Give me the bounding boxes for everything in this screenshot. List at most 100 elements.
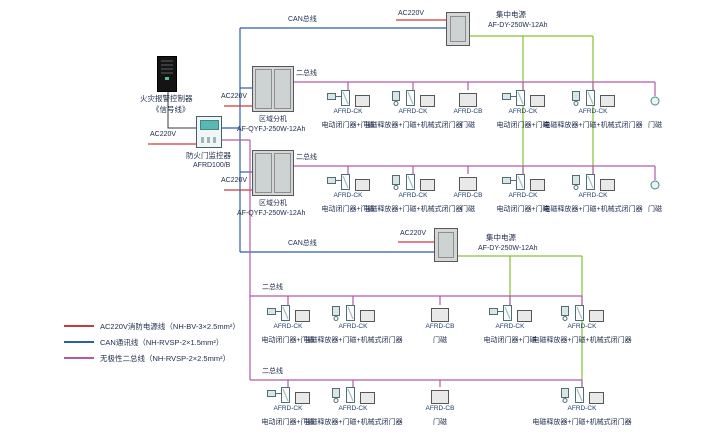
- device-icons: [298, 88, 398, 107]
- module-label: AFRD-CK: [495, 323, 525, 330]
- device-icons: [418, 88, 518, 107]
- controller-label: 火灾报警控制器: [140, 94, 193, 103]
- module-box: [459, 93, 477, 107]
- magnetic-release-icon: [331, 304, 357, 322]
- legend: AC220V消防电源线（NH-BV-3×2.5mm²） CAN通讯线（NH-RV…: [64, 318, 240, 366]
- device-desc: 电磁释放器+门磁+机械式闭门器: [363, 122, 463, 129]
- row3-power-label: AC220V: [221, 177, 248, 184]
- module-label: AFRD-CK: [567, 405, 597, 412]
- cabinet-door: [438, 232, 454, 258]
- monitor-power-label: AC220V: [150, 131, 177, 138]
- device-group: 门磁: [605, 172, 705, 214]
- door-closer-icon: [488, 304, 514, 322]
- device-group: 门磁: [605, 88, 705, 130]
- two-bus-label-row3: 二总线: [296, 154, 317, 161]
- magnetic-release-icon: [560, 304, 586, 322]
- top-central-power-model: AF-DY-250W-12Ah: [488, 22, 548, 29]
- power-line-swatch: [64, 325, 94, 327]
- row2-power-label: AC220V: [221, 93, 248, 100]
- module-box: [295, 310, 310, 322]
- device-icons: [238, 303, 338, 322]
- device-group: AFRD-CK 电动闭门器+门磁: [298, 172, 398, 214]
- module-label: AFRD-CK: [273, 323, 303, 330]
- module-label: AFRD-CK: [398, 192, 428, 199]
- device-icons: [532, 385, 632, 404]
- bottom-central-power-name: 集中电源: [486, 233, 516, 242]
- cabinet-door: [255, 153, 272, 193]
- magnetic-release-icon: [571, 89, 597, 107]
- module-label: AFRD-CK: [333, 108, 363, 115]
- legend-item: AC220V消防电源线（NH-BV-3×2.5mm²）: [64, 318, 240, 334]
- magnetic-release-icon: [331, 386, 357, 404]
- device-group: AFRD-CB 门磁: [390, 303, 490, 345]
- device-desc: 门磁: [461, 206, 475, 213]
- device-icons: [363, 172, 463, 191]
- device-icons: [473, 172, 573, 191]
- device-desc: 门磁: [461, 122, 475, 129]
- device-icons: [238, 385, 338, 404]
- module-label: AFRD-CK: [338, 323, 368, 330]
- device-group: AFRD-CK 电磁释放器+门磁+机械式闭门器: [303, 303, 403, 345]
- device-desc: 门磁: [648, 206, 662, 213]
- module-box: [431, 390, 449, 404]
- row2-extension-model: AF-QYFJ-250W-12Ah: [237, 126, 306, 133]
- device-desc: 电磁释放器+门磁+机械式闭门器: [363, 206, 463, 213]
- device-desc: 电动闭门器+门磁: [321, 122, 375, 129]
- legend-item: 无极性二总线（NH-RVSP-2×2.5mm²）: [64, 350, 240, 366]
- module-box: [600, 179, 615, 191]
- device-desc: 电磁释放器+门磁+机械式闭门器: [532, 337, 632, 344]
- module-label: AFRD-CB: [453, 108, 483, 115]
- ac-power-lines: [148, 19, 446, 243]
- row3-extension-name: 区域分机: [259, 200, 287, 207]
- device-group: AFRD-CK 电磁释放器+门磁+机械式闭门器: [363, 88, 463, 130]
- module-label: [605, 192, 705, 201]
- device-icons: [390, 303, 490, 322]
- row4-power-label: AC220V: [400, 230, 427, 237]
- module-label: AFRD-CK: [338, 405, 368, 412]
- device-desc: 电动闭门器+门磁: [261, 337, 315, 344]
- monitor-screen: [200, 120, 219, 130]
- device-group: AFRD-CB 门磁: [390, 385, 490, 427]
- device-icons: [543, 172, 643, 191]
- device-icons: [298, 172, 398, 191]
- module-label: AFRD-CK: [578, 192, 608, 199]
- controller-led: [165, 77, 169, 80]
- device-desc: 门磁: [433, 337, 447, 344]
- can-bus-label-bottom: CAN总线: [288, 240, 317, 247]
- can-bus-label-top: CAN总线: [288, 16, 317, 23]
- device-icons: [418, 172, 518, 191]
- module-label: AFRD-CK: [508, 108, 538, 115]
- device-desc: 门磁: [648, 122, 662, 129]
- device-group: AFRD-CK 电动闭门器+门磁: [298, 88, 398, 130]
- device-icons: [303, 385, 403, 404]
- can-line-swatch: [64, 341, 94, 343]
- central-power-cabinet-bottom: [434, 228, 458, 262]
- device-icons: [605, 88, 705, 107]
- device-icons: [363, 88, 463, 107]
- two-bus-label-row2: 二总线: [296, 70, 317, 77]
- door-closer-icon: [501, 173, 527, 191]
- module-label: AFRD-CK: [398, 108, 428, 115]
- device-desc: 电动闭门器+门磁: [321, 206, 375, 213]
- module-box: [355, 95, 370, 107]
- module-box: [589, 392, 604, 404]
- top-power-label: AC220V: [398, 10, 425, 17]
- legend-item: CAN通讯线（NH-RVSP-2×1.5mm²）: [64, 334, 240, 350]
- monitor-name-label: 防火门监控器: [186, 151, 231, 160]
- bottom-central-power-model: AF-DY-250W-12Ah: [478, 245, 538, 252]
- device-group: AFRD-CK 电磁释放器+门磁+机械式闭门器: [532, 303, 632, 345]
- two-bus-lines: [222, 81, 656, 387]
- device-icons: [543, 88, 643, 107]
- module-box: [355, 179, 370, 191]
- fire-door-monitor: [196, 116, 222, 148]
- module-label: AFRD-CK: [508, 192, 538, 199]
- two-bus-label-row5: 二总线: [262, 284, 283, 291]
- module-label: AFRD-CK: [567, 323, 597, 330]
- door-closer-icon: [326, 173, 352, 191]
- legend-label: CAN通讯线（NH-RVSP-2×1.5mm²）: [100, 337, 224, 347]
- device-group: AFRD-CB 门磁: [418, 172, 518, 214]
- module-label: AFRD-CB: [425, 405, 455, 412]
- device-group: AFRD-CK 电动闭门器+门磁: [238, 385, 338, 427]
- module-box: [459, 177, 477, 191]
- device-desc: 电动闭门器+门磁: [483, 337, 537, 344]
